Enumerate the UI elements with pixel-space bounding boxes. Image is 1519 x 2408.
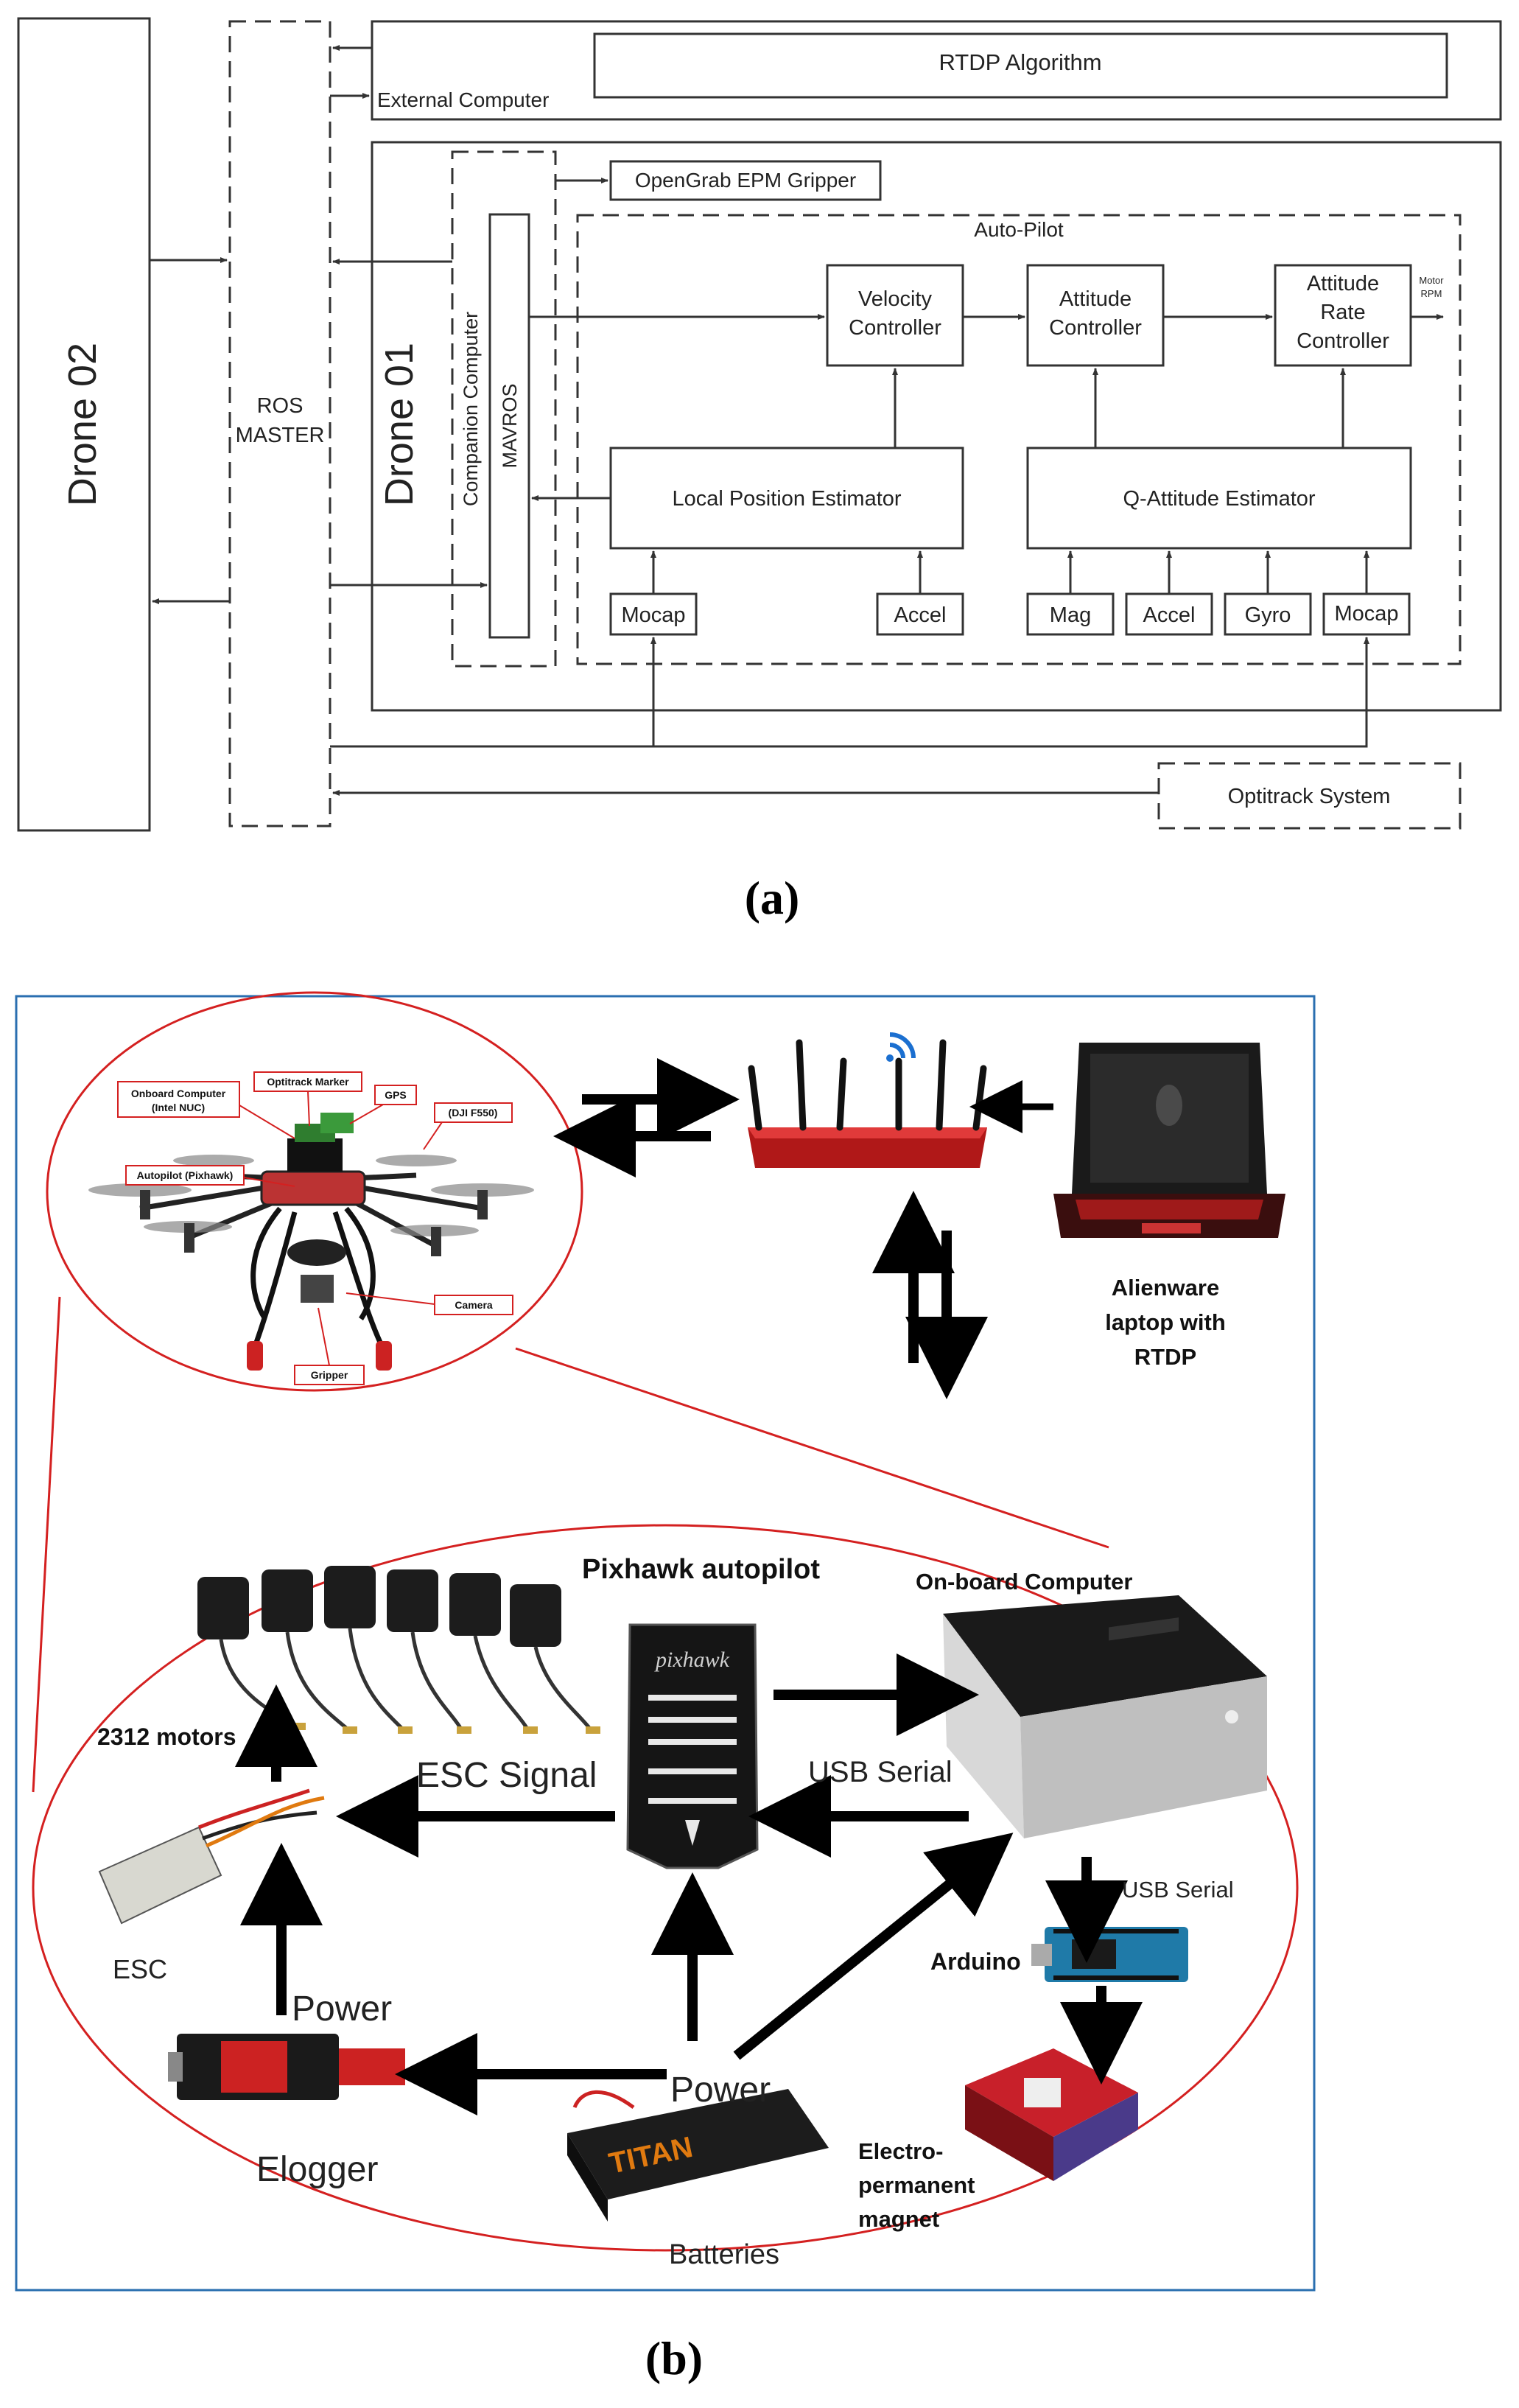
autopilot-label: Auto-Pilot bbox=[974, 218, 1064, 241]
sensor-accel-2-label: Accel bbox=[1143, 603, 1196, 627]
external-computer-label: External Computer bbox=[377, 88, 549, 111]
ros-master-label-2: MASTER bbox=[236, 424, 325, 447]
attitude-rate-controller-label-2: Rate bbox=[1320, 301, 1365, 324]
motors-label: 2312 motors bbox=[97, 1723, 236, 1750]
router-icon bbox=[748, 1032, 987, 1168]
callout-onboard-computer-1: Onboard Computer bbox=[131, 1088, 226, 1099]
block-diagram-a-connectors bbox=[150, 45, 1444, 796]
callout-autopilot-pixhawk: Autopilot (Pixhawk) bbox=[137, 1169, 234, 1181]
drone02-label: Drone 02 bbox=[60, 343, 105, 506]
velocity-controller-label-1: Velocity bbox=[858, 287, 932, 311]
router-onboard-arrows bbox=[872, 1191, 988, 1399]
velocity-controller-label-2: Controller bbox=[849, 316, 941, 340]
mavros-label: MAVROS bbox=[499, 383, 521, 468]
battery-icon: TITAN bbox=[567, 2089, 829, 2222]
wifi-icon bbox=[886, 1032, 916, 1062]
elogger-icon bbox=[168, 2034, 405, 2100]
gripper-box bbox=[609, 160, 882, 201]
mavros-box bbox=[488, 213, 530, 639]
arduino-icon bbox=[1031, 1927, 1188, 1982]
q-attitude-estimator-box bbox=[1026, 447, 1412, 550]
sensor-mocap-2-label: Mocap bbox=[1334, 602, 1398, 626]
autopilot-box bbox=[576, 214, 1462, 665]
pixhawk-brand: pixhawk bbox=[654, 1648, 730, 1672]
magnet-label-1: Electro- bbox=[858, 2138, 943, 2164]
sensor-mocap-1-label: Mocap bbox=[621, 603, 685, 627]
external-computer-box bbox=[371, 20, 1502, 121]
onboard-computer-title: On-board Computer bbox=[916, 1569, 1133, 1595]
usb-serial-label-2: USB Serial bbox=[1122, 1877, 1234, 1903]
laptop-icon bbox=[1053, 1043, 1285, 1238]
attitude-controller-label-1: Attitude bbox=[1059, 287, 1132, 311]
pixhawk-title: Pixhawk autopilot bbox=[582, 1554, 820, 1585]
ros-master-label-1: ROS bbox=[257, 394, 304, 418]
attitude-rate-controller-label-1: Attitude bbox=[1307, 272, 1379, 295]
batteries-label: Batteries bbox=[669, 2239, 779, 2270]
attitude-controller-box bbox=[1026, 264, 1165, 367]
sensor-mag-label: Mag bbox=[1050, 603, 1091, 627]
drone01-label: Drone 01 bbox=[377, 343, 421, 506]
attitude-rate-controller-box bbox=[1274, 264, 1412, 367]
laptop-label-2: laptop with bbox=[1105, 1309, 1226, 1335]
attitude-rate-controller-label-3: Controller bbox=[1297, 329, 1389, 353]
power-signal-arrows bbox=[235, 1653, 1143, 2115]
pixhawk-icon: pixhawk bbox=[626, 1623, 759, 1869]
q-attitude-estimator-label: Q-Attitude Estimator bbox=[1123, 487, 1315, 511]
sensor-gyro-label: Gyro bbox=[1245, 603, 1291, 627]
caption-a: (a) bbox=[745, 872, 800, 924]
callout-gripper: Gripper bbox=[311, 1369, 348, 1381]
esc-signal-label: ESC Signal bbox=[416, 1756, 597, 1795]
callout-optitrack-marker: Optitrack Marker bbox=[267, 1076, 349, 1088]
esc-icon bbox=[98, 1788, 325, 1925]
local-position-estimator-label: Local Position Estimator bbox=[672, 487, 901, 511]
esc-label: ESC bbox=[113, 1954, 167, 1984]
laptop-label-1: Alienware bbox=[1112, 1275, 1219, 1301]
magnet-label-2: permanent bbox=[858, 2172, 975, 2198]
drone02-box bbox=[17, 17, 151, 832]
magnet-board-icon bbox=[965, 2048, 1138, 2181]
onboard-computer-icon bbox=[943, 1595, 1267, 1838]
callout-dji-f550: (DJI F550) bbox=[449, 1107, 498, 1119]
callout-camera: Camera bbox=[455, 1299, 493, 1311]
companion-computer-label: Companion Computer bbox=[460, 312, 482, 506]
companion-computer-box bbox=[451, 150, 557, 668]
callout-onboard-computer-2: (Intel NUC) bbox=[152, 1102, 205, 1113]
rtdp-box bbox=[593, 32, 1448, 99]
magnifier-outlines bbox=[32, 991, 1299, 2252]
ros-master-box bbox=[228, 20, 331, 827]
optitrack-system-box bbox=[1157, 762, 1462, 830]
drone-callouts: Onboard Computer (Intel NUC) Optitrack M… bbox=[117, 1071, 513, 1385]
motors-icon bbox=[197, 1566, 600, 1734]
optitrack-system-label: Optitrack System bbox=[1228, 785, 1391, 808]
drone-photo bbox=[88, 1113, 534, 1371]
rtdp-algorithm-label: RTDP Algorithm bbox=[939, 49, 1101, 75]
caption-b: (b) bbox=[645, 2332, 703, 2384]
power-label-1: Power bbox=[292, 1989, 392, 2029]
sensor-accel-1-label: Accel bbox=[894, 603, 947, 627]
panel-b-frame bbox=[15, 995, 1316, 2292]
drone01-box bbox=[371, 141, 1502, 712]
velocity-controller-box bbox=[826, 264, 964, 367]
motor-rpm-label-1: Motor bbox=[1419, 275, 1444, 286]
components-ellipse bbox=[32, 1524, 1299, 2252]
motor-rpm-label-2: RPM bbox=[1421, 288, 1442, 299]
elogger-label: Elogger bbox=[256, 2150, 378, 2189]
usb-serial-label-1: USB Serial bbox=[808, 1756, 953, 1788]
callout-gps: GPS bbox=[385, 1089, 407, 1101]
attitude-controller-label-2: Controller bbox=[1049, 316, 1142, 340]
gripper-label: OpenGrab EPM Gripper bbox=[635, 169, 856, 192]
power-label-2: Power bbox=[670, 2071, 771, 2110]
block-diagram-a-labels: Drone 02 ROS MASTER External Computer RT… bbox=[60, 49, 1444, 924]
laptop-label-3: RTDP bbox=[1134, 1344, 1196, 1370]
drone-photo-ellipse bbox=[46, 991, 583, 1392]
arduino-label: Arduino bbox=[930, 1948, 1021, 1975]
wireless-link-arrows bbox=[553, 1058, 740, 1177]
magnet-label-3: magnet bbox=[858, 2206, 939, 2232]
